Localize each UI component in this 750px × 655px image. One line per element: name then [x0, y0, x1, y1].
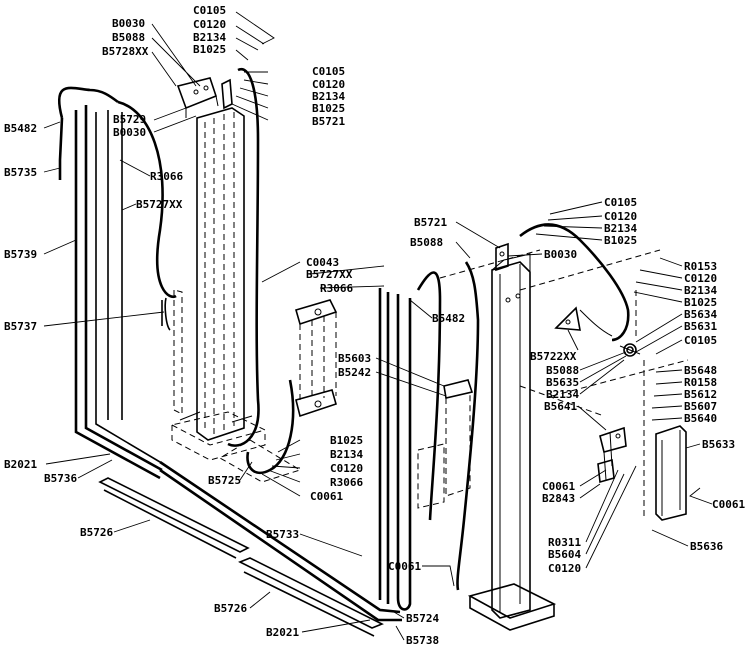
left-center-bracket: [295, 299, 338, 418]
left-top-bracket: [176, 77, 233, 118]
label-b2134: B2134: [684, 284, 717, 297]
label-b0030: B0030: [112, 17, 145, 30]
label-b5729: B5729: [113, 113, 146, 126]
label-c0120: C0120: [330, 462, 363, 475]
label-b0030: B0030: [544, 248, 577, 261]
label-c0120: C0120: [312, 78, 345, 91]
label-b2843: B2843: [542, 492, 575, 505]
label-b5735: B5735: [4, 166, 37, 179]
label-b1025: B1025: [684, 296, 717, 309]
label-b5641: B5641: [544, 400, 577, 413]
label-c0061: C0061: [542, 480, 575, 493]
label-b5737: B5737: [4, 320, 37, 333]
label-b2021: B2021: [4, 458, 37, 471]
label-r3066: R3066: [150, 170, 183, 183]
label-b5636: B5636: [690, 540, 723, 553]
center-long-cable: [159, 460, 402, 622]
label-b5728xx: B5728XX: [102, 45, 149, 58]
right-dashed-axes: [439, 249, 689, 520]
label-b5725: B5725: [208, 474, 241, 487]
center-block: [417, 379, 474, 509]
label-c0120: C0120: [604, 210, 637, 223]
left-upright-column: [170, 107, 267, 461]
right-side-bracket: [597, 426, 627, 484]
label-b5631: B5631: [684, 320, 717, 333]
leader-lines: [43, 11, 713, 641]
label-b1025: B1025: [330, 434, 363, 447]
label-r0311: R0311: [548, 536, 581, 549]
label-b5721: B5721: [414, 216, 447, 229]
label-b2134: B2134: [312, 90, 345, 103]
right-pulley: [619, 343, 641, 357]
right-cable: [456, 223, 630, 591]
label-c0120: C0120: [548, 562, 581, 575]
label-b0030: B0030: [113, 126, 146, 139]
right-triangle-plate: [554, 306, 581, 331]
label-c0061: C0061: [310, 490, 343, 503]
part-labels: C0105 C0120 B2134 B1025 B0030 B5088 B572…: [4, 4, 745, 647]
label-b2134: B2134: [193, 31, 226, 44]
label-c0105: C0105: [193, 4, 226, 17]
label-b5604: B5604: [548, 548, 581, 561]
label-r0158: R0158: [684, 376, 717, 389]
label-b5633: B5633: [702, 438, 735, 451]
label-b5640: B5640: [684, 412, 717, 425]
label-b5607: B5607: [684, 400, 717, 413]
label-b5721: B5721: [312, 115, 345, 128]
label-c0061: C0061: [388, 560, 421, 573]
label-b5482: B5482: [4, 122, 37, 135]
right-upright-column: [467, 253, 557, 631]
right-top-bracket: [495, 242, 509, 272]
label-b5088: B5088: [112, 31, 145, 44]
label-b5738: B5738: [406, 634, 439, 647]
label-b5634: B5634: [684, 308, 717, 321]
label-b5739: B5739: [4, 248, 37, 261]
label-r3066: R3066: [320, 282, 353, 295]
label-b5242: B5242: [338, 366, 371, 379]
label-c0061: C0061: [712, 498, 745, 511]
label-r0153: R0153: [684, 260, 717, 273]
label-b5648: B5648: [684, 364, 717, 377]
label-b5722xx: B5722XX: [530, 350, 577, 363]
label-b5724: B5724: [406, 612, 439, 625]
label-b1025: B1025: [193, 43, 226, 56]
label-b5612: B5612: [684, 388, 717, 401]
label-b2021: B2021: [266, 626, 299, 639]
label-c0120: C0120: [684, 272, 717, 285]
label-b5736: B5736: [44, 472, 77, 485]
label-c0105: C0105: [604, 196, 637, 209]
left-tall-frame: [57, 86, 163, 480]
label-b1025: B1025: [312, 102, 345, 115]
label-b5088: B5088: [546, 364, 579, 377]
label-b2134: B2134: [604, 222, 637, 235]
label-b5727xx: B5727XX: [306, 268, 353, 281]
right-channel-bracket: [655, 425, 687, 521]
label-b5635: B5635: [546, 376, 579, 389]
label-c0105: C0105: [684, 334, 717, 347]
label-b5088: B5088: [410, 236, 443, 249]
left-floor-rails: [98, 477, 384, 637]
label-c0043: C0043: [306, 256, 339, 269]
label-b5603: B5603: [338, 352, 371, 365]
center-tall-frame: [378, 271, 442, 611]
label-b1025: B1025: [604, 234, 637, 247]
label-b2134: B2134: [330, 448, 363, 461]
label-r3066: R3066: [330, 476, 363, 489]
label-c0105: C0105: [312, 65, 345, 78]
label-b5726: B5726: [80, 526, 113, 539]
label-b5482: B5482: [432, 312, 465, 325]
label-b5726: B5726: [214, 602, 247, 615]
label-c0120: C0120: [193, 18, 226, 31]
label-b5733: B5733: [266, 528, 299, 541]
label-b2134: B2134: [546, 388, 579, 401]
label-b5727xx: B5727XX: [136, 198, 183, 211]
